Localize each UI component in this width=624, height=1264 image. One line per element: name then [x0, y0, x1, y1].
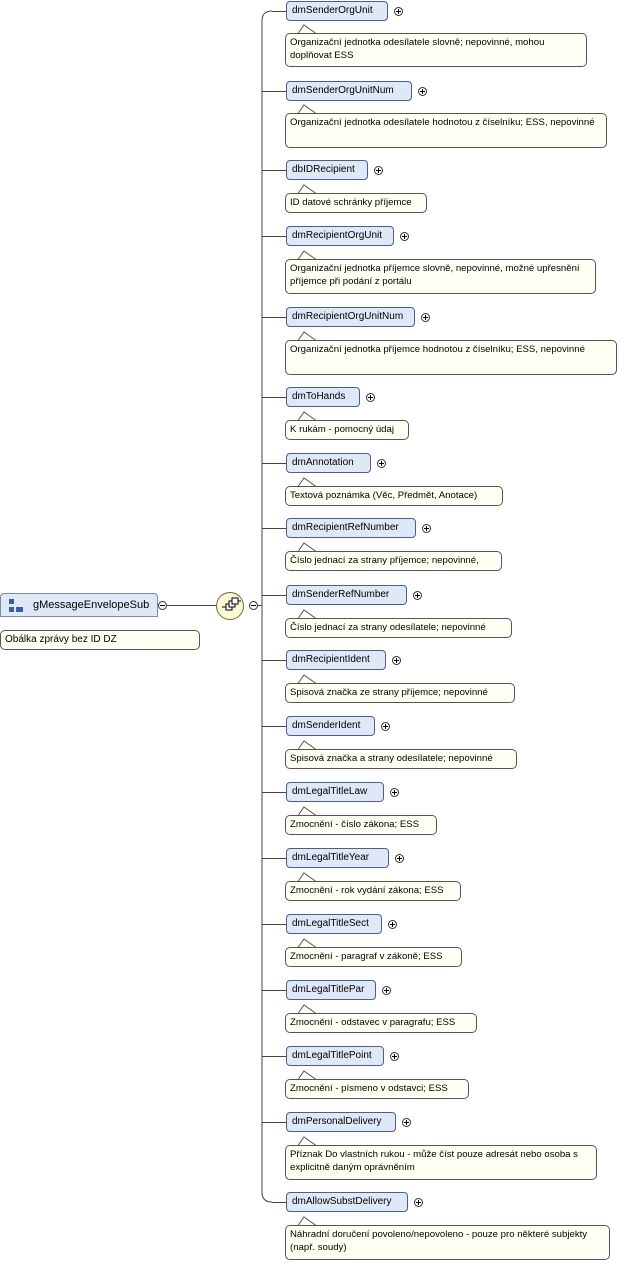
element-documentation: Spisová značka a strany odesílatele; nep… [285, 749, 517, 769]
expand-icon[interactable] [390, 788, 399, 797]
element-documentation: Spisová značka ze strany příjemce; nepov… [285, 683, 515, 703]
documentation-pointer [297, 411, 317, 421]
documentation-pointer [297, 542, 317, 552]
element-node-dmAnnotation[interactable]: dmAnnotation [286, 453, 371, 473]
documentation-pointer [297, 184, 317, 194]
expand-icon[interactable] [377, 459, 386, 468]
expand-icon[interactable] [374, 166, 383, 175]
documentation-pointer [297, 872, 317, 882]
element-node-dmLegalTitlePoint[interactable]: dmLegalTitlePoint [286, 1046, 384, 1066]
element-node-dmRecipientRefNumber[interactable]: dmRecipientRefNumber [286, 518, 416, 538]
element-node-dmLegalTitleLaw[interactable]: dmLegalTitleLaw [286, 782, 384, 802]
element-node-dmLegalTitleYear[interactable]: dmLegalTitleYear [286, 848, 389, 868]
expand-icon[interactable] [394, 7, 403, 16]
documentation-pointer [297, 1216, 317, 1226]
element-documentation: Zmocnění - odstavec v paragrafu; ESS [285, 1013, 477, 1033]
documentation-pointer [297, 806, 317, 816]
element-node-dmRecipientOrgUnit[interactable]: dmRecipientOrgUnit [286, 226, 394, 246]
expand-icon[interactable] [382, 986, 391, 995]
element-documentation: Zmocnění - rok vydání zákona; ESS [285, 881, 461, 901]
element-documentation: Číslo jednací za strany odesílatele; nep… [285, 618, 512, 638]
element-node-dbIDRecipient[interactable]: dbIDRecipient [286, 160, 368, 180]
element-documentation: Organizační jednotka odesílatele hodnoto… [285, 113, 607, 148]
element-node-dmAllowSubstDelivery[interactable]: dmAllowSubstDelivery [286, 1192, 408, 1212]
documentation-pointer [297, 331, 317, 341]
documentation-pointer [297, 104, 317, 114]
group-name: gMessageEnvelopeSub [33, 599, 150, 611]
element-documentation: Číslo jednací za strany příjemce; nepovi… [285, 551, 502, 571]
documentation-pointer [297, 1070, 317, 1080]
element-node-dmRecipientOrgUnitNum[interactable]: dmRecipientOrgUnitNum [286, 307, 415, 327]
element-documentation: Zmocnění - písmeno v odstavci; ESS [285, 1079, 469, 1099]
expand-icon[interactable] [366, 393, 375, 402]
element-documentation: K rukám - pomocný údaj [285, 420, 409, 440]
element-documentation: Zmocnění - paragraf v zákoně; ESS [285, 947, 462, 967]
expand-icon[interactable] [413, 591, 422, 600]
sequence-icon [222, 597, 241, 611]
expand-icon[interactable] [402, 1118, 411, 1127]
expand-icon[interactable] [421, 313, 430, 322]
sequence-compositor[interactable] [216, 592, 244, 620]
documentation-pointer [297, 674, 317, 684]
expand-icon[interactable] [418, 87, 427, 96]
documentation-pointer [297, 250, 317, 260]
expand-icon[interactable] [395, 854, 404, 863]
documentation-pointer [297, 938, 317, 948]
expand-icon[interactable] [388, 920, 397, 929]
expand-icon[interactable] [392, 656, 401, 665]
expand-icon[interactable] [414, 1198, 423, 1207]
model-group-icon [9, 599, 23, 613]
element-documentation: Organizační jednotka příjemce slovně, ne… [285, 259, 596, 294]
element-node-dmLegalTitlePar[interactable]: dmLegalTitlePar [286, 980, 376, 1000]
documentation-pointer [297, 740, 317, 750]
documentation-pointer [297, 1004, 317, 1014]
element-node-dmToHands[interactable]: dmToHands [286, 387, 360, 407]
documentation-pointer [297, 1136, 317, 1146]
expand-icon[interactable] [381, 722, 390, 731]
element-node-dmLegalTitleSect[interactable]: dmLegalTitleSect [286, 914, 382, 934]
element-node-dmPersonalDelivery[interactable]: dmPersonalDelivery [286, 1112, 396, 1132]
element-documentation: Zmocnění - číslo zákona; ESS [285, 815, 437, 835]
element-documentation: Příznak Do vlastních rukou - může číst p… [285, 1145, 597, 1180]
element-documentation: Náhradní doručení povoleno/nepovoleno - … [285, 1225, 610, 1260]
group-node[interactable]: gMessageEnvelopeSub [0, 593, 158, 617]
expand-icon[interactable] [400, 232, 409, 241]
element-node-dmSenderOrgUnit[interactable]: dmSenderOrgUnit [286, 1, 388, 21]
element-documentation: Textová poznámka (Věc, Předmět, Anotace) [285, 486, 503, 506]
group-collapse-icon[interactable] [158, 601, 167, 610]
element-node-dmRecipientIdent[interactable]: dmRecipientIdent [286, 650, 386, 670]
documentation-pointer [297, 24, 317, 34]
element-documentation: ID datové schránky příjemce [285, 193, 427, 213]
element-documentation: Organizační jednotka příjemce hodnotou z… [285, 340, 617, 375]
sequence-spine-line [261, 10, 273, 1203]
expand-icon[interactable] [390, 1052, 399, 1061]
element-node-dmSenderRefNumber[interactable]: dmSenderRefNumber [286, 585, 407, 605]
expand-icon[interactable] [422, 524, 431, 533]
element-documentation: Organizační jednotka odesílatele slovně;… [285, 33, 587, 67]
sequence-collapse-icon[interactable] [249, 601, 258, 610]
group-documentation: Obálka zprávy bez ID DZ [0, 630, 200, 650]
element-node-dmSenderIdent[interactable]: dmSenderIdent [286, 716, 375, 736]
element-node-dmSenderOrgUnitNum[interactable]: dmSenderOrgUnitNum [286, 81, 412, 101]
documentation-pointer [297, 609, 317, 619]
documentation-pointer [297, 477, 317, 487]
